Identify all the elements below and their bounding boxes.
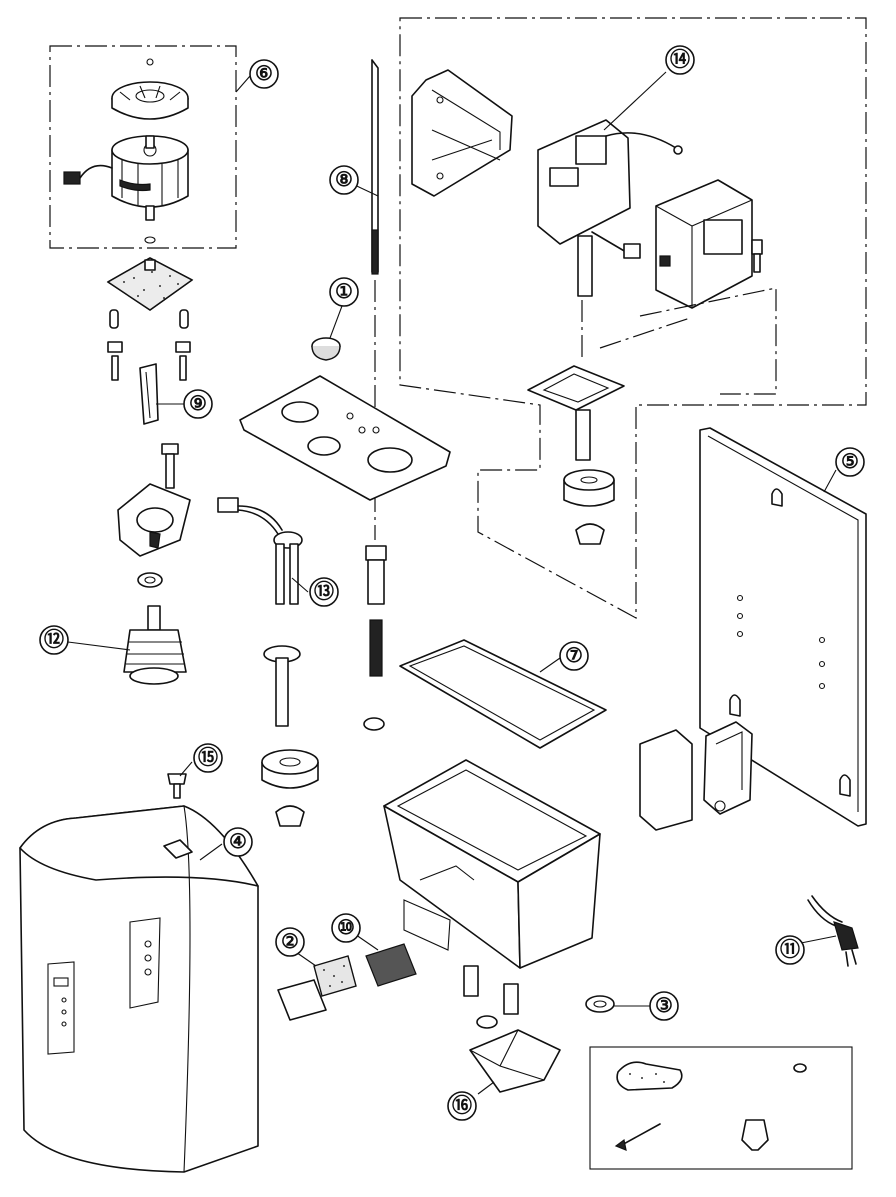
callout-label: ② <box>281 931 299 953</box>
cap-part-1 <box>311 337 341 361</box>
callout-label: ⑦ <box>565 645 583 667</box>
impeller-guard <box>117 443 191 588</box>
callout-label: ① <box>335 281 353 303</box>
filter-part-2 <box>277 955 357 1021</box>
callout-label: ⑨ <box>189 393 207 415</box>
circuit-board <box>537 119 683 297</box>
callout-13: ⑬ <box>309 577 339 607</box>
callout-9: ⑨ <box>183 389 213 419</box>
callout-2: ② <box>275 927 305 957</box>
callout-label: ⑮ <box>198 746 218 769</box>
callout-15: ⑮ <box>193 743 223 773</box>
callout-8: ⑧ <box>329 165 359 195</box>
valve-part-12 <box>123 605 187 685</box>
callout-label: ⑤ <box>841 451 859 473</box>
water-tank <box>383 759 601 969</box>
main-cover-part-4 <box>19 805 259 1173</box>
filter-part-10 <box>365 943 417 987</box>
callout-label: ⑯ <box>452 1094 472 1117</box>
clip-part-9 <box>139 363 159 425</box>
tank-fittings <box>463 965 615 1029</box>
assembly-lines <box>599 287 777 395</box>
callout-3: ③ <box>649 991 679 1021</box>
callout-10: ⑩ <box>331 913 361 943</box>
power-cord-part-11 <box>807 895 859 967</box>
callout-1: ① <box>329 277 359 307</box>
callout-label: ⑩ <box>337 917 355 939</box>
rod-part-8 <box>371 59 379 275</box>
cover-plate <box>239 375 451 501</box>
probe-part-13 <box>217 497 303 605</box>
gasket-part-7 <box>399 639 607 749</box>
callout-label: ⑫ <box>44 628 64 651</box>
sensor-base <box>527 365 625 545</box>
tray-part-16 <box>469 1029 561 1093</box>
motor-assembly <box>63 58 189 244</box>
callout-label: ⑭ <box>670 48 690 71</box>
control-group-box <box>399 17 867 620</box>
callout-6: ⑥ <box>249 59 279 89</box>
callout-5: ⑤ <box>835 447 865 477</box>
terminal-bracket <box>639 721 753 831</box>
screw-part-15 <box>167 773 187 799</box>
callout-11: ⑪ <box>775 935 805 965</box>
transformer-unit <box>655 179 763 309</box>
callout-label: ⑧ <box>335 169 353 191</box>
callout-4: ④ <box>223 827 253 857</box>
callout-16: ⑯ <box>447 1091 477 1121</box>
callout-label: ⑪ <box>780 938 800 961</box>
callout-14: ⑭ <box>665 45 695 75</box>
accessory-kit-box <box>589 1046 853 1170</box>
mounting-frame <box>411 69 513 197</box>
accessory-kit-items <box>614 1061 807 1151</box>
screws <box>107 341 191 381</box>
motor-group-box <box>49 45 237 249</box>
callout-label: ③ <box>655 995 673 1017</box>
motor-mount-plate <box>106 257 194 329</box>
callout-label: ④ <box>229 831 247 853</box>
callout-7: ⑦ <box>559 641 589 671</box>
float-sensor <box>363 545 387 731</box>
electrode-left <box>261 645 319 827</box>
callout-label: ⑥ <box>255 63 273 85</box>
callout-label: ⑬ <box>314 580 334 603</box>
callout-12: ⑫ <box>39 625 69 655</box>
